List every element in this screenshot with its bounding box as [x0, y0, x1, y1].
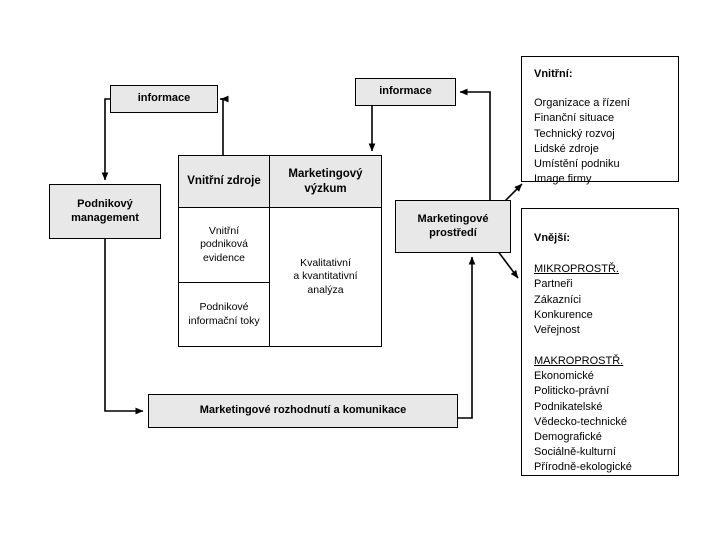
matrix-cell-internal-records-line1: Vnitřní: [208, 224, 240, 237]
internal-factors-item: Technický rozvoj: [534, 127, 615, 140]
microenvironment-item: Veřejnost: [534, 323, 580, 336]
matrix-cell-analysis-line3: analýza: [307, 283, 344, 296]
matrix-cell-analysis-line2: a kvantitativní: [293, 270, 358, 283]
external-factors-spacer-1: [534, 246, 666, 260]
node-informace-left-label: informace: [137, 92, 191, 105]
matrix-cell-internal-records-line3: evidence: [202, 251, 246, 264]
sources-matrix-table: Vnitřní zdroje Marketingový výzkum Vnitř…: [178, 155, 382, 347]
node-informace-right-label: informace: [379, 85, 432, 98]
matrix-header-marketing-research[interactable]: Marketingový výzkum: [269, 155, 382, 208]
internal-factors-spacer: [534, 82, 666, 96]
connector-resources-to-info-left: [222, 98, 224, 155]
macroenvironment-item: Ekonomické: [534, 370, 594, 383]
macroenvironment-item: Podnikatelské: [534, 400, 603, 413]
decision-bar-label: Marketingové rozhodnutí a komunikace: [199, 404, 407, 417]
external-factors-spacer-2: [534, 338, 666, 352]
management-label-line1: Podnikový: [77, 197, 133, 210]
microenvironment-item: Partneři: [534, 278, 573, 291]
internal-factors-item: Finanční situace: [534, 112, 615, 125]
matrix-cell-analysis-line1: Kvalitativní: [300, 256, 351, 269]
matrix-cell-qualitative-quantitative[interactable]: Kvalitativní a kvantitativní analýza: [269, 207, 382, 347]
node-informace-right[interactable]: informace: [355, 78, 456, 106]
matrix-header-research-line1: Marketingový: [288, 167, 363, 180]
node-informace-left[interactable]: informace: [110, 85, 218, 113]
matrix-cell-information-flows[interactable]: Podnikové informační toky: [178, 282, 270, 347]
matrix-cell-information-flows-line2: informační toky: [188, 314, 260, 327]
environment-label-line2: prostředí: [429, 226, 477, 239]
internal-factors-item: Image firmy: [534, 173, 592, 186]
matrix-header-research-line2: výzkum: [304, 182, 347, 195]
internal-factors-item: Umístění podniku: [534, 157, 620, 170]
microenvironment-item: Konkurence: [534, 308, 593, 321]
internal-factors-box[interactable]: Vnitřní: Organizace a řízení Finanční si…: [521, 56, 679, 185]
environment-label-line1: Marketingové: [417, 212, 489, 225]
node-podnikovy-management[interactable]: Podnikový management: [49, 184, 161, 239]
macroenvironment-item: Vědecko-technické: [534, 415, 627, 428]
node-marketingove-prostredi[interactable]: Marketingové prostředí: [395, 200, 511, 253]
management-label-line2: management: [71, 211, 139, 224]
node-marketing-decision-bar[interactable]: Marketingové rozhodnutí a komunikace: [148, 394, 458, 428]
matrix-cell-internal-records-line2: podniková: [200, 238, 248, 251]
matrix-cell-information-flows-line1: Podnikové: [199, 300, 249, 313]
matrix-cell-internal-records[interactable]: Vnitřní podniková evidence: [178, 207, 270, 283]
internal-factors-item: Organizace a řízení: [534, 97, 630, 110]
internal-factors-item: Lidské zdroje: [534, 142, 599, 155]
internal-factors-title: Vnitřní:: [534, 68, 573, 80]
connector-environment-to-external-box: [496, 249, 519, 279]
external-factors-box[interactable]: Vnější: MIKROPROSTŘ. Partneři Zákazníci …: [521, 208, 679, 476]
microenvironment-item: Zákazníci: [534, 293, 582, 306]
microenvironment-heading: MIKROPROSTŘ.: [534, 263, 619, 276]
matrix-header-internal-sources-label: Vnitřní zdroje: [187, 175, 261, 188]
matrix-header-internal-sources[interactable]: Vnitřní zdroje: [178, 155, 270, 208]
external-factors-title: Vnější:: [534, 232, 571, 244]
macroenvironment-heading: MAKROPROSTŘ.: [534, 355, 624, 368]
connector-environment-to-info-right: [459, 88, 491, 200]
macroenvironment-item: Politicko-právní: [534, 385, 610, 398]
macroenvironment-item: Demografické: [534, 430, 602, 443]
connector-decision-to-environment: [458, 256, 476, 419]
macroenvironment-item: Sociálně-kulturní: [534, 446, 616, 459]
connector-management-to-decision: [104, 238, 144, 415]
macroenvironment-item: Přírodně-ekologické: [534, 461, 632, 474]
